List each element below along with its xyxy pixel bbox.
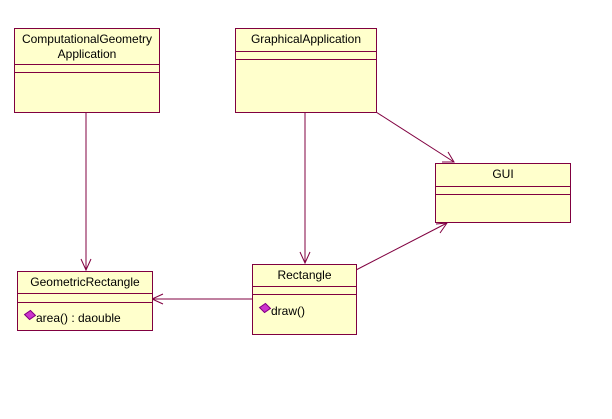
operation-label: draw() [271, 304, 306, 318]
arrowhead-icon [80, 258, 92, 272]
class-geometric-rectangle[interactable]: GeometricRectangle area() : daouble [17, 271, 153, 331]
operation-area[interactable]: area() : daouble [23, 309, 121, 325]
attributes-divider [18, 293, 152, 294]
operation-label: area() : daouble [36, 311, 121, 325]
class-name-line-2: Application [57, 47, 117, 61]
arrowhead-icon [442, 151, 455, 163]
operation-draw[interactable]: draw() [258, 302, 306, 318]
class-graphical-application[interactable]: GraphicalApplication [235, 28, 377, 113]
assoc-rectangle-to-gui[interactable] [355, 222, 448, 271]
operations-divider [436, 194, 570, 195]
attributes-divider [15, 64, 159, 65]
attributes-divider [253, 286, 356, 287]
class-name: GUI [492, 167, 514, 181]
operations-divider [253, 294, 356, 295]
class-gui[interactable]: GUI [435, 163, 571, 223]
class-computational-geometry-application[interactable]: ComputationalGeometry Application [14, 28, 160, 113]
class-name: Rectangle [277, 268, 332, 282]
operations-divider [18, 302, 152, 303]
arrowhead-icon [435, 222, 449, 234]
attributes-divider [236, 51, 376, 52]
operations-divider [15, 72, 159, 73]
class-name-line-1: ComputationalGeometry [21, 32, 153, 46]
operation-diamond-icon [258, 302, 272, 314]
class-rectangle[interactable]: Rectangle draw() [252, 264, 357, 335]
class-name: ComputationalGeometry Application [15, 29, 159, 62]
attributes-divider [436, 186, 570, 187]
class-name: GeometricRectangle [30, 275, 140, 289]
operation-diamond-icon [23, 309, 37, 321]
operations-divider [236, 59, 376, 60]
assoc-graphicalapplication-to-gui[interactable] [375, 111, 455, 163]
class-name: GraphicalApplication [250, 32, 362, 46]
arrowhead-icon [299, 251, 311, 265]
